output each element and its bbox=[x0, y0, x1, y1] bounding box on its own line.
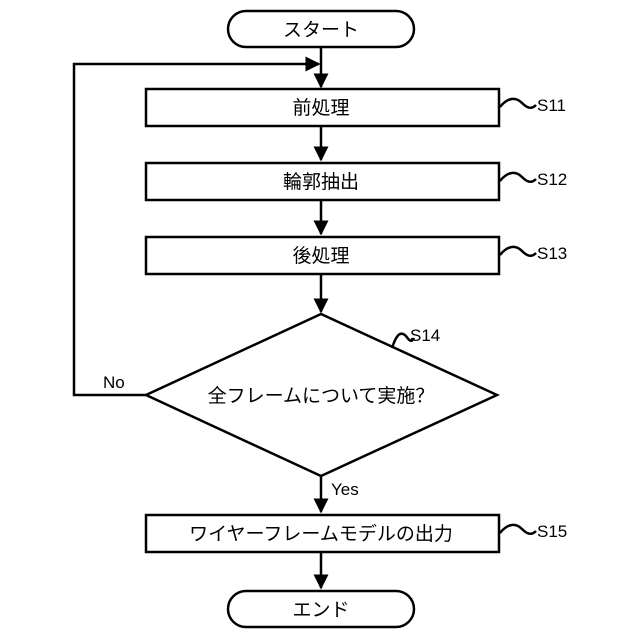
edge-label-yes: Yes bbox=[331, 480, 359, 499]
callout-s11 bbox=[500, 99, 536, 108]
step-label: 輪郭抽出 bbox=[283, 171, 359, 193]
step-id: S12 bbox=[537, 170, 567, 189]
step-label: ワイヤーフレームモデルの出力 bbox=[189, 523, 453, 545]
start-label: スタート bbox=[283, 19, 359, 41]
callout-s12 bbox=[500, 173, 536, 182]
start-terminal: スタート bbox=[228, 11, 414, 47]
step-id: S11 bbox=[537, 96, 566, 115]
edge-label-no: No bbox=[103, 373, 125, 392]
end-terminal: エンド bbox=[228, 591, 414, 627]
end-label: エンド bbox=[292, 599, 349, 621]
callout-s13 bbox=[500, 247, 536, 256]
decision-s14: 全フレームについて実施？ bbox=[146, 314, 497, 476]
process-s12: 輪郭抽出 bbox=[146, 163, 499, 200]
decision-label: 全フレームについて実施？ bbox=[208, 385, 435, 407]
step-id: S13 bbox=[537, 244, 567, 263]
callout-s15 bbox=[500, 525, 536, 534]
process-s15: ワイヤーフレームモデルの出力 bbox=[146, 515, 499, 552]
step-id: S14 bbox=[410, 326, 440, 345]
process-s11: 前処理 bbox=[146, 89, 499, 126]
step-label: 前処理 bbox=[292, 97, 349, 119]
step-id: S15 bbox=[537, 522, 567, 541]
process-s13: 後処理 bbox=[146, 237, 499, 274]
step-label: 後処理 bbox=[292, 245, 349, 267]
